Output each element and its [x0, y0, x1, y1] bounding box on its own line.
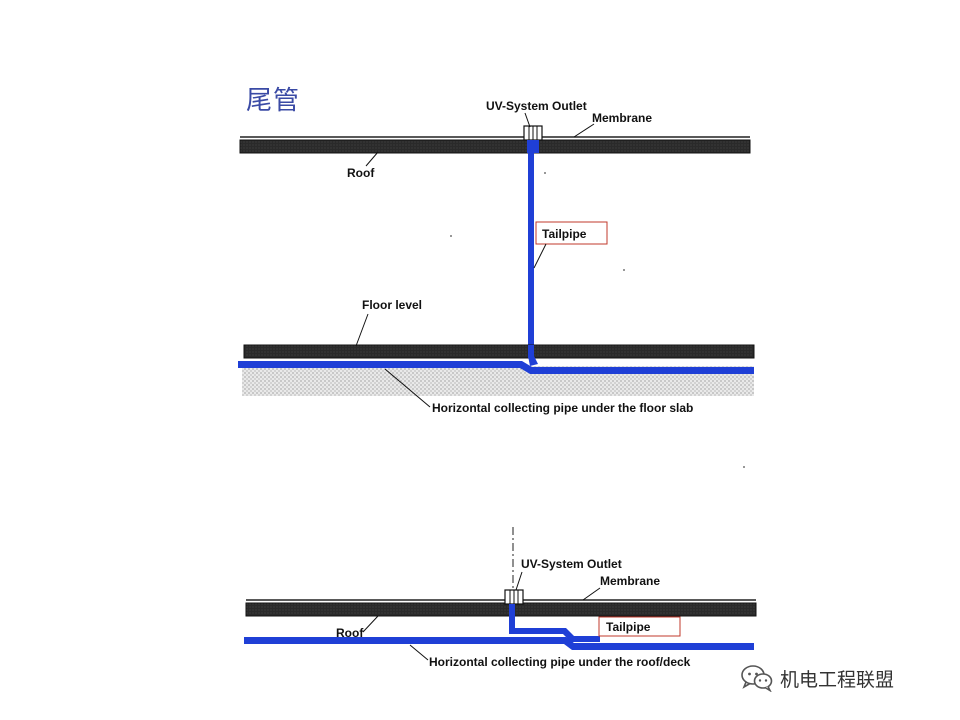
- top-collecting-pipe: [238, 361, 754, 374]
- bottom-outlet-icon: [504, 589, 524, 605]
- top-membrane-label: Membrane: [592, 111, 652, 125]
- bottom-diagram: UV-System Outlet Membrane Roof Tailpipe …: [244, 466, 757, 669]
- page-title: 尾管: [246, 86, 301, 116]
- bottom-collecting-label: Horizontal collecting pipe under the roo…: [429, 655, 691, 669]
- top-roof-slab: [239, 139, 751, 154]
- top-diagram: UV-System Outlet Membrane Roof Tailpipe …: [238, 99, 755, 415]
- top-tailpipe: [528, 153, 534, 348]
- bottom-tailpipe-box: [598, 616, 681, 637]
- bottom-tailpipe: [509, 604, 600, 642]
- bottom-tailpipe-label: Tailpipe: [606, 620, 651, 634]
- watermark-text: 机电工程联盟: [780, 668, 895, 691]
- bottom-roof-label: Roof: [336, 626, 364, 640]
- wechat-icon: [741, 665, 773, 692]
- bottom-roof-slab: [245, 602, 757, 617]
- top-floor-label: Floor level: [362, 298, 422, 312]
- top-roof-label: Roof: [347, 166, 375, 180]
- top-outlet-icon: [523, 125, 543, 153]
- bottom-collecting-pipe: [244, 637, 754, 650]
- bottom-membrane-label: Membrane: [600, 574, 660, 588]
- watermark: 机电工程联盟: [740, 662, 894, 694]
- top-collecting-label: Horizontal collecting pipe under the flo…: [432, 401, 693, 415]
- top-tailpipe-label: Tailpipe: [542, 227, 587, 241]
- bottom-outlet-label: UV-System Outlet: [521, 557, 622, 571]
- top-floor-slab: [243, 344, 755, 359]
- top-tailpipe-box: [535, 221, 608, 245]
- top-outlet-label: UV-System Outlet: [486, 99, 587, 113]
